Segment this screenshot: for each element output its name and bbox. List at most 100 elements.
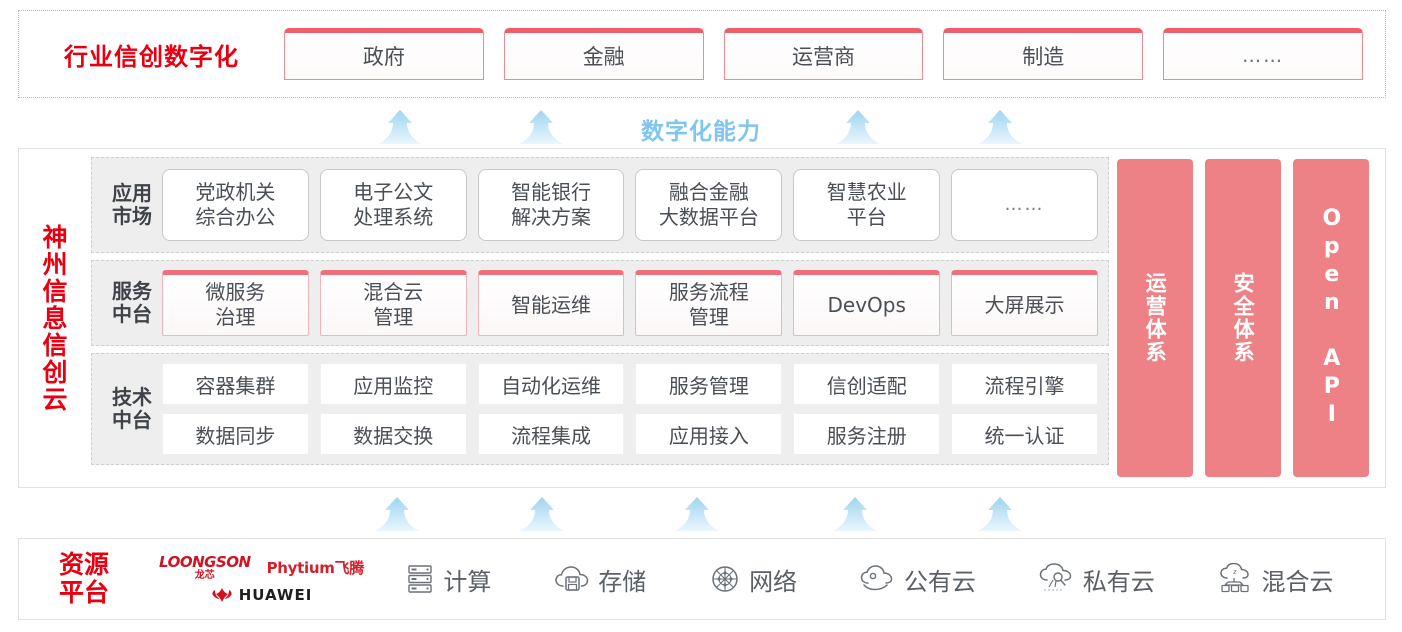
technology-row-1: 容器集群 应用监控 自动化运维 服务管理 信创适配 流程引擎 <box>162 363 1098 405</box>
side-panel-security-label: 安全体系 <box>1231 272 1256 364</box>
cloud-title-char-3: 信 <box>42 276 68 306</box>
tech-box-app-monitoring[interactable]: 应用监控 <box>319 363 467 405</box>
svc-box-service-process-mgmt[interactable]: 服务流程管理 <box>635 270 783 336</box>
application-market-cells: 党政机关综合办公 电子公文处理系统 智能银行解决方案 融合金融大数据平台 智慧农 <box>162 169 1098 241</box>
layer-service-platform: 服务 中台 微服务治理 混合云管理 智能运维 <box>91 260 1109 346</box>
network-icon <box>712 566 738 592</box>
resource-label-hybrid-cloud: 混合云 <box>1261 567 1334 596</box>
app-box-smart-agriculture[interactable]: 智慧农业平台 <box>793 169 941 241</box>
technology-platform-cells: 容器集群 应用监控 自动化运维 服务管理 信创适配 流程引擎 数据同步 数据交换… <box>162 363 1098 455</box>
huawei-logo-icon: HUAWEI <box>211 586 313 604</box>
industry-box-manufacturing[interactable]: 制造 <box>943 28 1144 80</box>
tech-box-unified-auth[interactable]: 统一认证 <box>951 413 1098 455</box>
tech-box-service-registry[interactable]: 服务注册 <box>793 413 941 455</box>
layer-technology-platform: 技术 中台 容器集群 应用监控 自动化运维 服务管理 信创适配 流程引擎 <box>91 353 1109 465</box>
layer-label-service-platform: 服务 中台 <box>112 279 152 326</box>
private-cloud-icon <box>1039 563 1071 591</box>
loongson-logo-subname: 龙芯 <box>194 569 215 581</box>
cloud-title-char-4: 息 <box>42 303 68 333</box>
resource-item-compute[interactable]: 计算 <box>405 562 491 597</box>
tech-box-process-engine[interactable]: 流程引擎 <box>951 363 1098 405</box>
huawei-logo-name: HUAWEI <box>238 585 313 604</box>
vendor-row-top: LOONGSON 龙芯 Phytium飞腾 <box>159 552 365 581</box>
up-arrow-icon-2 <box>519 110 563 144</box>
tech-box-xinchuang-adaptation[interactable]: 信创适配 <box>793 363 941 405</box>
service-platform-cells: 微服务治理 混合云管理 智能运维 服务流程管理 DevOps <box>162 270 1098 336</box>
cloud-title-char-2: 州 <box>42 249 68 279</box>
side-panel-operations-system[interactable]: 运营体系 <box>1117 159 1193 477</box>
industry-box-telecom[interactable]: 运营商 <box>723 28 924 80</box>
industry-box-finance[interactable]: 金融 <box>503 28 704 80</box>
svc-box-big-screen-display[interactable]: 大屏展示 <box>951 270 1098 336</box>
cloud-platform-title: 神 州 信 息 信 创 云 <box>19 149 91 487</box>
side-panel-operations-label: 运营体系 <box>1143 272 1168 364</box>
huawei-flower-icon <box>212 587 232 602</box>
svg-text:z: z <box>1233 568 1237 576</box>
loongson-logo-name: LOONGSON <box>159 552 251 571</box>
cloud-title-char-7: 云 <box>42 384 68 414</box>
industry-box-more[interactable]: …… <box>1163 28 1363 80</box>
cloud-title-char-5: 信 <box>42 330 68 360</box>
side-panel-open-api[interactable]: Open API <box>1293 159 1369 477</box>
tech-box-data-exchange[interactable]: 数据交换 <box>319 413 467 455</box>
loongson-logo-icon: LOONGSON 龙芯 <box>159 552 251 581</box>
tech-box-data-sync[interactable]: 数据同步 <box>162 413 309 455</box>
svc-box-microservice-governance[interactable]: 微服务治理 <box>162 270 309 336</box>
public-cloud-icon <box>860 565 893 591</box>
layer-label-technology-platform: 技术 中台 <box>112 385 152 432</box>
hybrid-cloud-icon: z <box>1219 563 1249 593</box>
tech-box-container-cluster[interactable]: 容器集群 <box>162 363 309 405</box>
resource-item-private-cloud[interactable]: 私有云 <box>1039 562 1155 597</box>
industry-box-government[interactable]: 政府 <box>284 28 484 80</box>
up-arrow-icon-8 <box>833 497 877 531</box>
up-arrow-icon-5 <box>375 497 419 531</box>
cloud-platform-panel: 神 州 信 息 信 创 云 应用 市场 党政机关综合办公 <box>18 148 1386 488</box>
side-panel-security-system[interactable]: 安全体系 <box>1205 159 1281 477</box>
resource-label-compute: 计算 <box>443 567 492 596</box>
vendor-row-bottom: HUAWEI <box>211 586 313 604</box>
resource-item-network[interactable]: 网络 <box>709 562 797 597</box>
app-box-edoc-system[interactable]: 电子公文处理系统 <box>319 169 467 241</box>
vendor-logo-group: LOONGSON 龙芯 Phytium飞腾 HUAWEI <box>149 552 374 604</box>
tech-box-automated-ops[interactable]: 自动化运维 <box>477 363 625 405</box>
industry-band: 行业信创数字化 政府 金融 运营商 制造 …… <box>18 10 1386 98</box>
up-arrow-icon-6 <box>520 497 564 531</box>
svc-box-hybrid-cloud-mgmt[interactable]: 混合云管理 <box>319 270 467 336</box>
technology-row-2: 数据同步 数据交换 流程集成 应用接入 服务注册 统一认证 <box>162 413 1098 455</box>
cloud-title-char-6: 创 <box>42 357 68 387</box>
tech-box-process-integration[interactable]: 流程集成 <box>477 413 625 455</box>
app-box-smart-bank[interactable]: 智能银行解决方案 <box>477 169 625 241</box>
capability-label: 数字化能力 <box>641 119 761 145</box>
svc-box-smart-ops[interactable]: 智能运维 <box>477 270 625 336</box>
resource-item-public-cloud[interactable]: 公有云 <box>860 562 976 597</box>
resource-platform-panel: 资源 平台 LOONGSON 龙芯 Phytium飞腾 HUAWEI <box>18 538 1386 620</box>
app-box-more[interactable]: …… <box>951 169 1098 241</box>
phytium-logo-icon: Phytium飞腾 <box>266 559 365 577</box>
tech-box-service-management[interactable]: 服务管理 <box>635 363 783 405</box>
resource-label-public-cloud: 公有云 <box>903 567 976 596</box>
resource-item-list: 计算 存储 <box>374 562 1385 597</box>
tech-box-app-access[interactable]: 应用接入 <box>635 413 783 455</box>
app-box-finance-bigdata[interactable]: 融合金融大数据平台 <box>635 169 783 241</box>
side-panel-open-api-label: Open API <box>1319 206 1345 430</box>
up-arrow-icon-4 <box>978 110 1022 144</box>
up-arrow-icon-9 <box>978 497 1022 531</box>
industry-band-title: 行业信创数字化 <box>64 42 239 71</box>
svc-box-devops[interactable]: DevOps <box>793 270 941 336</box>
layer-label-application-market: 应用 市场 <box>112 181 152 228</box>
industry-box-list: 政府 金融 运营商 制造 …… <box>284 28 1385 80</box>
resource-platform-title: 资源 平台 <box>58 550 109 607</box>
cloud-storage-icon <box>555 566 589 591</box>
resource-item-storage[interactable]: 存储 <box>554 562 646 597</box>
resource-label-network: 网络 <box>749 567 798 596</box>
app-box-party-gov-office[interactable]: 党政机关综合办公 <box>162 169 309 241</box>
up-arrow-icon-3 <box>836 110 880 144</box>
up-arrow-icon-1 <box>378 110 422 144</box>
resource-label-private-cloud: 私有云 <box>1082 567 1155 596</box>
resource-label-storage: 存储 <box>598 567 647 596</box>
resource-item-hybrid-cloud[interactable]: z 混合云 <box>1218 562 1334 597</box>
layer-stack: 应用 市场 党政机关综合办公 电子公文处理系统 智能银行解决方案 <box>91 157 1109 479</box>
layer-application-market: 应用 市场 党政机关综合办公 电子公文处理系统 智能银行解决方案 <box>91 157 1109 253</box>
side-panel-stack: 运营体系 安全体系 Open API <box>1117 157 1375 479</box>
